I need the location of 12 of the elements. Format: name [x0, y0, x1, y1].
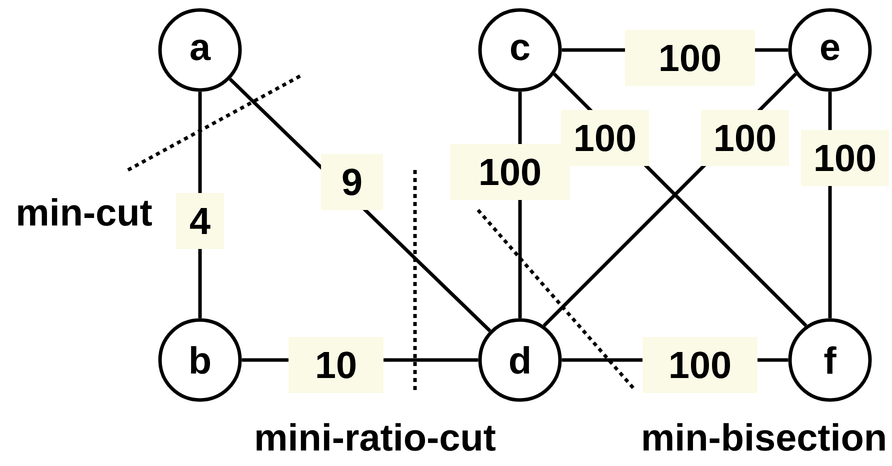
edge-label: 100 — [450, 144, 570, 200]
edge-label: 100 — [701, 110, 789, 166]
edge-label: 100 — [561, 110, 649, 166]
cut-label: min-cut — [18, 198, 152, 226]
edge-label: 10 — [288, 337, 384, 393]
cut-label: min-bisection — [643, 423, 885, 451]
edge-label: 100 — [642, 337, 758, 393]
cut-label: mini-ratio-cut — [256, 423, 496, 451]
edge-label: 4 — [176, 193, 224, 249]
edge-label: 100 — [625, 30, 755, 86]
edge-label: 100 — [801, 130, 889, 186]
edge-label: 9 — [321, 154, 383, 210]
